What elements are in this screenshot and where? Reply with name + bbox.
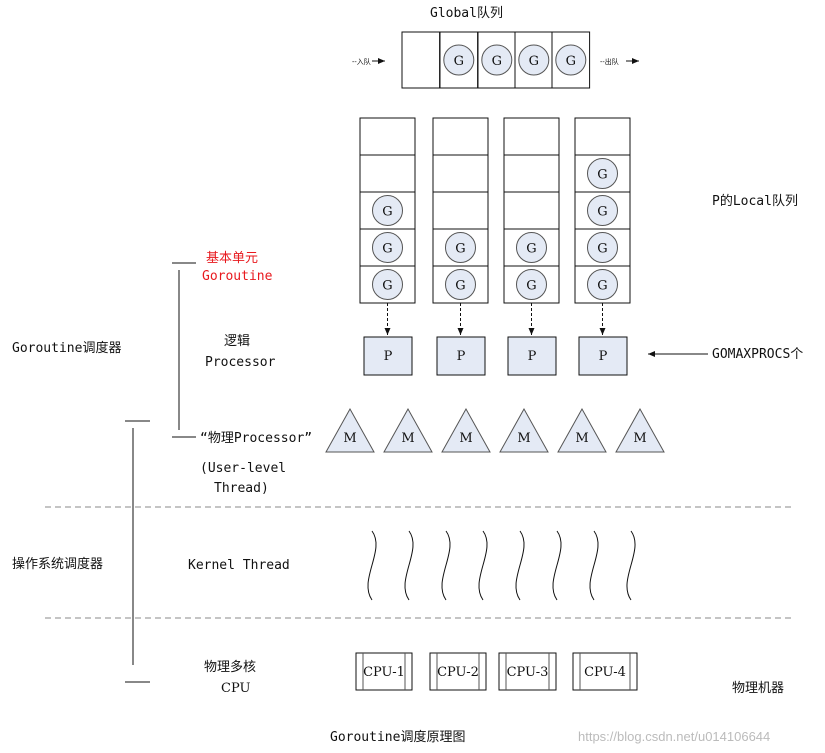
machine-label: M — [517, 431, 530, 446]
kernel-thread-wave — [478, 530, 488, 601]
machine-label: M — [575, 431, 588, 446]
global-goroutine — [518, 44, 550, 76]
global-goroutine — [443, 44, 475, 76]
local-goroutine — [587, 232, 618, 263]
cpu-box — [355, 652, 413, 691]
local-queue-slot — [574, 117, 631, 156]
processor-box — [363, 336, 413, 376]
local-goroutine — [372, 195, 403, 226]
local-goroutine-label: G — [597, 168, 607, 183]
local-goroutine-label: G — [526, 279, 536, 294]
local-queue-slot — [503, 191, 560, 230]
local-goroutine — [516, 232, 547, 263]
thread-label: Thread) — [214, 481, 269, 496]
cpu-box — [572, 652, 638, 691]
kernel-thread-wave — [626, 530, 636, 601]
global-goroutine-label: G — [529, 54, 539, 69]
processor-box — [436, 336, 486, 376]
local-goroutine — [587, 269, 618, 300]
cpu-label: CPU — [221, 681, 250, 696]
kernel-thread-wave — [552, 530, 562, 601]
global-goroutine — [555, 44, 587, 76]
local-goroutine-label: G — [597, 242, 607, 257]
local-goroutine — [372, 269, 403, 300]
gomaxprocs-label: GOMAXPROCS个 — [712, 347, 803, 362]
kernel-thread-wave — [589, 530, 599, 601]
local-goroutine — [372, 232, 403, 263]
local-queue-slot — [503, 117, 560, 156]
global-goroutine — [481, 44, 513, 76]
goroutine-scheduler-label: Goroutine调度器 — [12, 340, 121, 356]
cpu-box — [429, 652, 487, 691]
physical-machine-label: 物理机器 — [732, 681, 784, 696]
goroutine-bracket — [172, 262, 196, 438]
global-goroutine-label: G — [492, 54, 502, 69]
global-queue-label: Global队列 — [430, 6, 503, 21]
cpu-box — [498, 652, 557, 691]
basic-unit-label: 基本单元 — [206, 251, 258, 266]
scheduler-bracket — [125, 420, 150, 683]
processor-box-label: P — [599, 349, 608, 364]
enqueue-label: --入队 — [352, 57, 371, 66]
local-queue-slot — [432, 191, 489, 230]
processor-box-label: P — [384, 349, 393, 364]
local-goroutine-label: G — [382, 205, 392, 220]
kernel-thread-wave — [367, 530, 377, 601]
local-goroutine — [587, 158, 618, 189]
local-goroutine-label: G — [526, 242, 536, 257]
kernel-thread-wave — [515, 530, 525, 601]
local-queue-slot — [359, 117, 416, 156]
local-goroutine-label: G — [455, 242, 465, 257]
cpu-box-label: CPU-3 — [507, 665, 549, 680]
goroutine-label: Goroutine — [202, 269, 273, 284]
processor-box-label: P — [457, 349, 466, 364]
local-goroutine — [516, 269, 547, 300]
logical-label: 逻辑 — [224, 334, 250, 349]
local-goroutine-label: G — [382, 242, 392, 257]
processor-box-label: P — [528, 349, 537, 364]
global-goroutine-label: G — [454, 54, 464, 69]
local-goroutine-label: G — [455, 279, 465, 294]
local-queue-slot — [503, 154, 560, 193]
machine-label: M — [633, 431, 646, 446]
kernel-thread-wave — [404, 530, 414, 601]
cpu-box-label: CPU-2 — [437, 665, 479, 680]
local-goroutine-label: G — [597, 279, 607, 294]
machine-triangle — [383, 407, 433, 453]
os-scheduler-label: 操作系统调度器 — [12, 556, 103, 572]
diagram-title: Goroutine调度原理图 — [330, 729, 465, 745]
machine-label: M — [401, 431, 414, 446]
cpu-box-label: CPU-1 — [363, 665, 405, 680]
physical-processor-label: “物理Processor” — [200, 431, 312, 446]
processor-label: Processor — [205, 355, 276, 370]
local-queue-slot — [432, 154, 489, 193]
machine-triangle — [499, 407, 549, 453]
local-goroutine-label: G — [382, 279, 392, 294]
local-goroutine-label: G — [597, 205, 607, 220]
machine-triangle — [441, 407, 491, 453]
local-queue-label: P的Local队列 — [712, 193, 798, 209]
watermark: https://blog.csdn.net/u014106644 — [578, 729, 770, 744]
kernel-thread-wave — [441, 530, 451, 601]
local-queue-slot — [359, 154, 416, 193]
machine-triangle — [557, 407, 607, 453]
processor-box — [578, 336, 628, 376]
machine-triangle — [615, 407, 665, 453]
local-goroutine — [445, 269, 476, 300]
machine-label: M — [343, 431, 356, 446]
multicore-label: 物理多核 — [204, 659, 256, 675]
machine-triangle — [325, 407, 375, 453]
local-queue-slot — [432, 117, 489, 156]
local-goroutine — [587, 195, 618, 226]
dequeue-label: --出队 — [600, 57, 619, 66]
local-goroutine — [445, 232, 476, 263]
kernel-thread-label: Kernel Thread — [188, 558, 290, 573]
processor-box — [507, 336, 557, 376]
machine-label: M — [459, 431, 472, 446]
global-queue-slot — [401, 31, 441, 89]
cpu-box-label: CPU-4 — [584, 665, 626, 680]
user-level-label: (User-level — [200, 461, 286, 476]
global-goroutine-label: G — [566, 54, 576, 69]
